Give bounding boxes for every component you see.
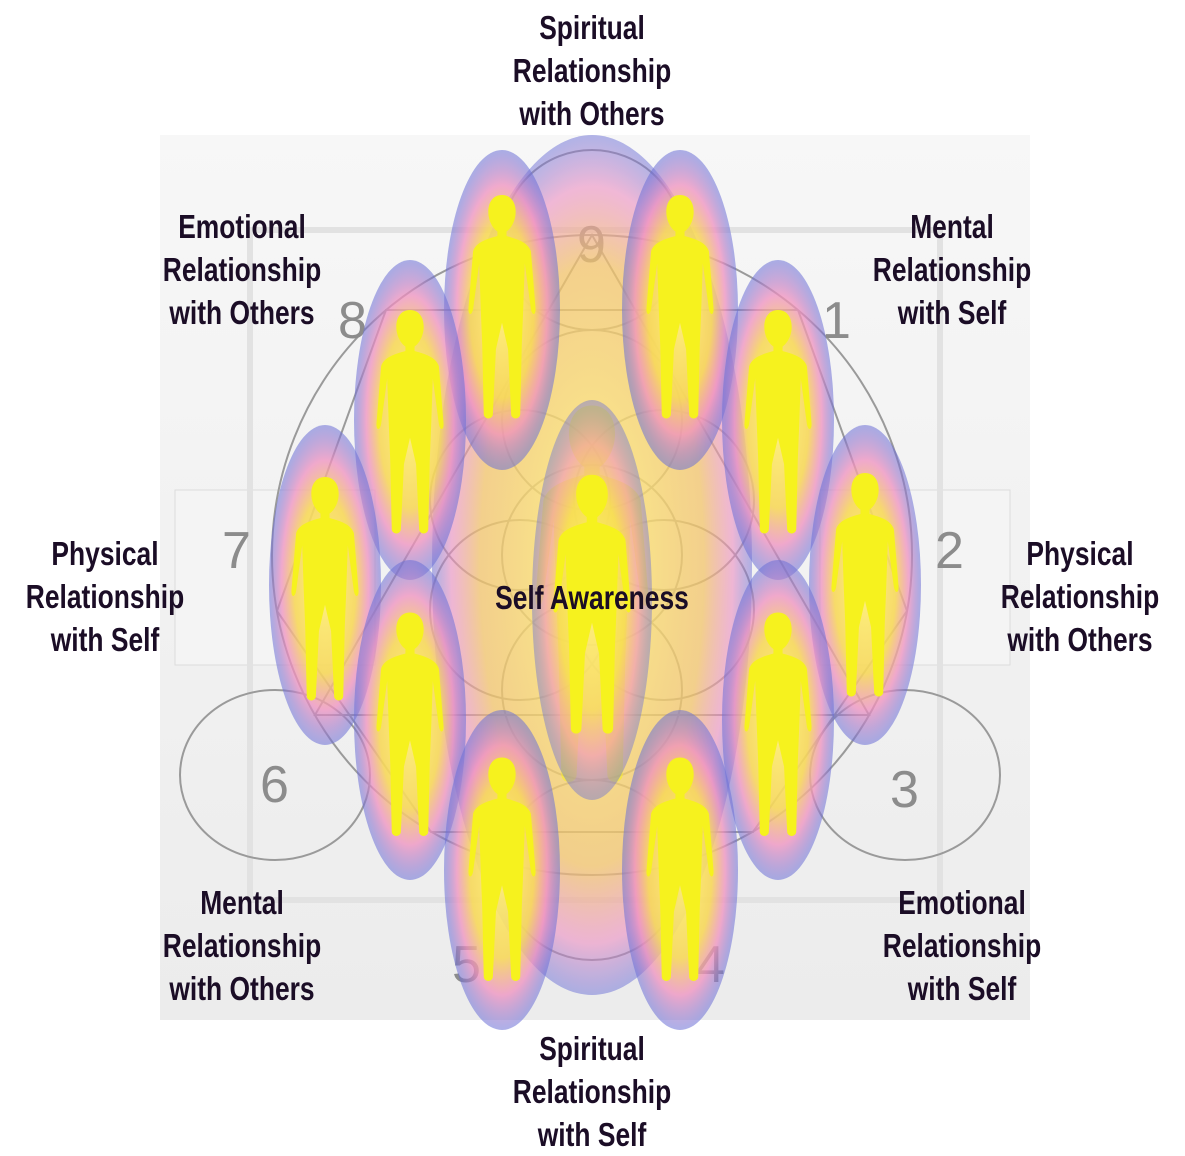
- number-2: 2: [935, 522, 964, 580]
- number-3: 3: [890, 761, 919, 819]
- number-7: 7: [222, 522, 251, 580]
- label-center: Self Awareness: [472, 576, 712, 619]
- number-6: 6: [260, 756, 289, 814]
